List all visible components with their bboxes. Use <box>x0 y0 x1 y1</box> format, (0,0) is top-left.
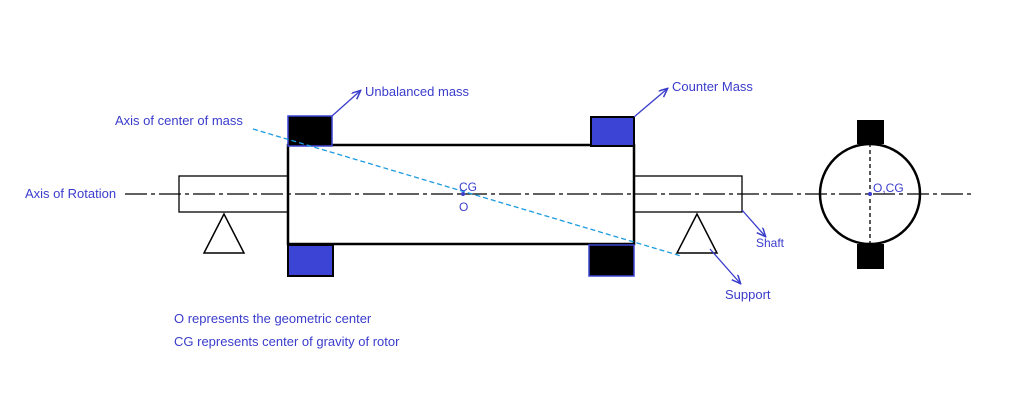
rotor-body <box>286 143 636 246</box>
support-arrow <box>709 248 740 283</box>
end-view-bottom-mass <box>857 244 884 269</box>
left-support <box>202 212 246 254</box>
note-center-of-gravity: CG represents center of gravity of rotor <box>174 334 400 349</box>
counter-mass-top <box>590 116 635 147</box>
end-view-center-point <box>868 192 872 196</box>
unbalanced-mass-label: Unbalanced mass <box>365 84 470 99</box>
cg-point <box>461 192 465 196</box>
end-view-center-label: O,CG <box>873 181 904 195</box>
counter-mass-label: Counter Mass <box>672 79 753 94</box>
center-of-mass-axis-line <box>252 128 682 257</box>
end-view-top-mass <box>857 120 884 144</box>
cg-label: CG <box>459 180 477 194</box>
geometric-center-label: O <box>459 200 468 214</box>
axis-center-of-mass-label: Axis of center of mass <box>115 113 243 128</box>
shaft-arrow <box>741 209 765 236</box>
counter-mass-bottom <box>287 244 334 277</box>
note-geometric-center: O represents the geometric center <box>174 311 372 326</box>
axis-of-rotation-label: Axis of Rotation <box>25 186 116 201</box>
unbalanced-mass-arrow <box>331 91 360 117</box>
right-support <box>675 212 719 254</box>
counter-mass-arrow <box>633 89 667 118</box>
shaft-label: Shaft <box>756 236 785 250</box>
support-label: Support <box>725 287 771 302</box>
unbalanced-mass-bottom <box>588 244 635 277</box>
